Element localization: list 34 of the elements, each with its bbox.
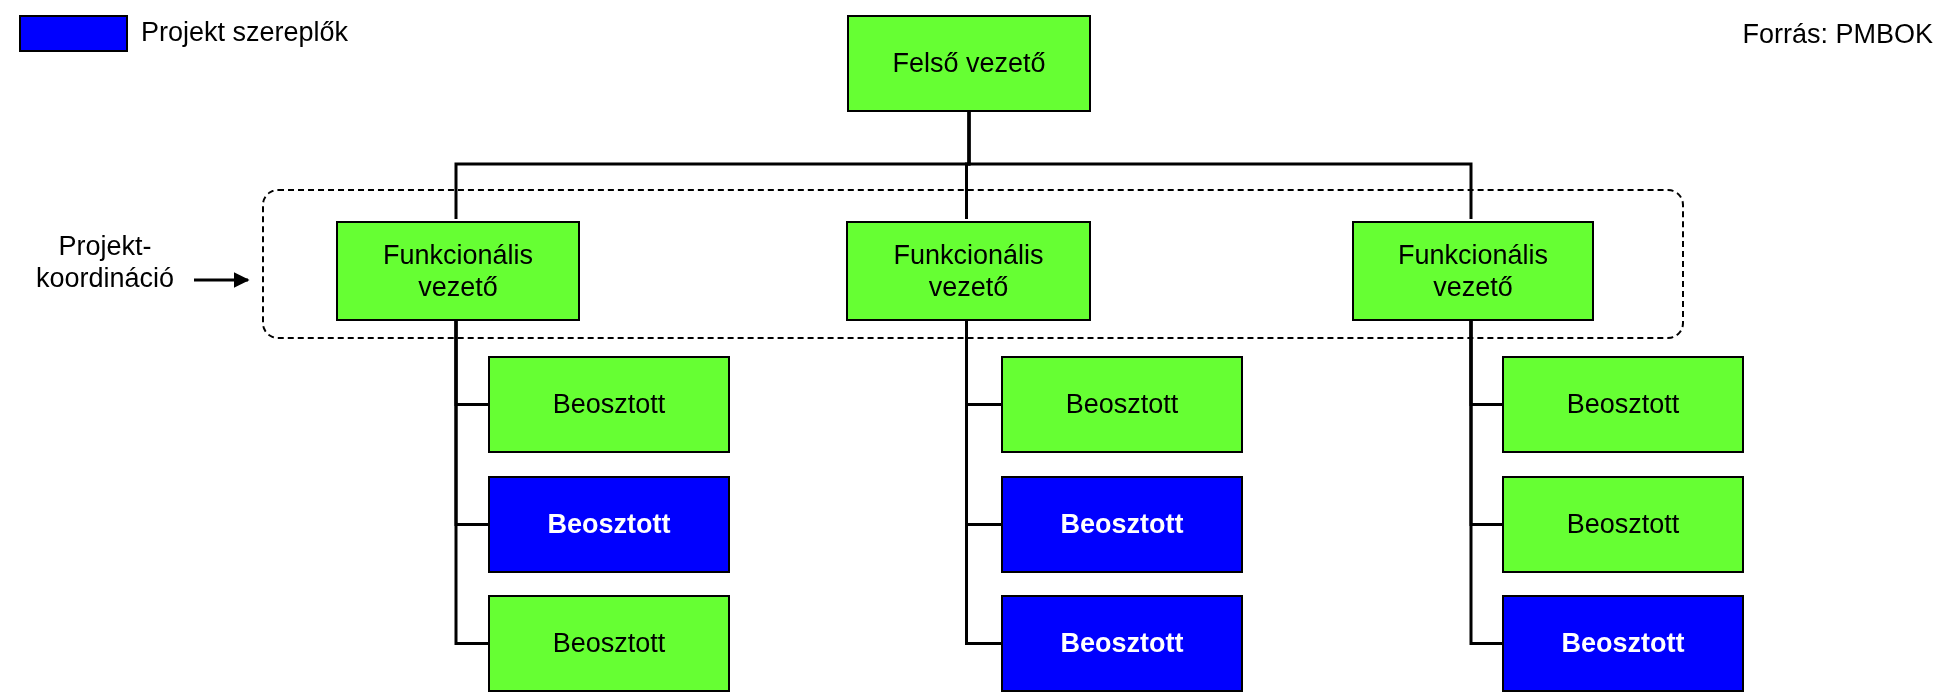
project-member-box <box>1001 595 1243 692</box>
org-box <box>847 15 1091 112</box>
org-box <box>1502 476 1744 573</box>
box-label: Funkcionális vezető <box>381 238 535 304</box>
project-member-box <box>1502 595 1744 692</box>
org-box <box>488 356 730 453</box>
box-label: Beosztott <box>1565 508 1681 541</box>
box-label: Felső vezető <box>891 47 1047 80</box>
org-box <box>336 221 580 321</box>
box-label: Funkcionális vezető <box>892 238 1045 304</box>
project-member-box <box>488 476 730 573</box>
box-label: Beosztott <box>1064 388 1180 421</box>
connector-line <box>454 319 488 645</box>
org-box <box>1502 356 1744 453</box>
connector-line <box>967 112 1473 219</box>
box-label: Beosztott <box>546 508 672 541</box>
box-label: Beosztott <box>1560 627 1686 660</box>
project-member-box <box>1001 476 1243 573</box>
source-note: Forrás: PMBOK <box>1742 18 1933 51</box>
org-box <box>488 595 730 692</box>
box-label: Beosztott <box>1565 388 1681 421</box>
box-label: Beosztott <box>551 627 667 660</box>
connector-line <box>1469 319 1502 645</box>
org-box <box>1001 356 1243 453</box>
dashed-group-outline <box>262 189 1684 339</box>
annotation-text: Projekt- koordináció <box>20 222 190 302</box>
legend-label: Projekt szereplők <box>141 16 349 49</box>
org-box <box>846 221 1091 321</box>
box-label: Funkcionális vezető <box>1396 238 1550 304</box>
box-label: Beosztott <box>551 388 667 421</box>
arrow <box>194 272 250 288</box>
box-label: Beosztott <box>1059 508 1185 541</box>
org-box <box>1352 221 1594 321</box>
box-label: Beosztott <box>1059 627 1185 660</box>
